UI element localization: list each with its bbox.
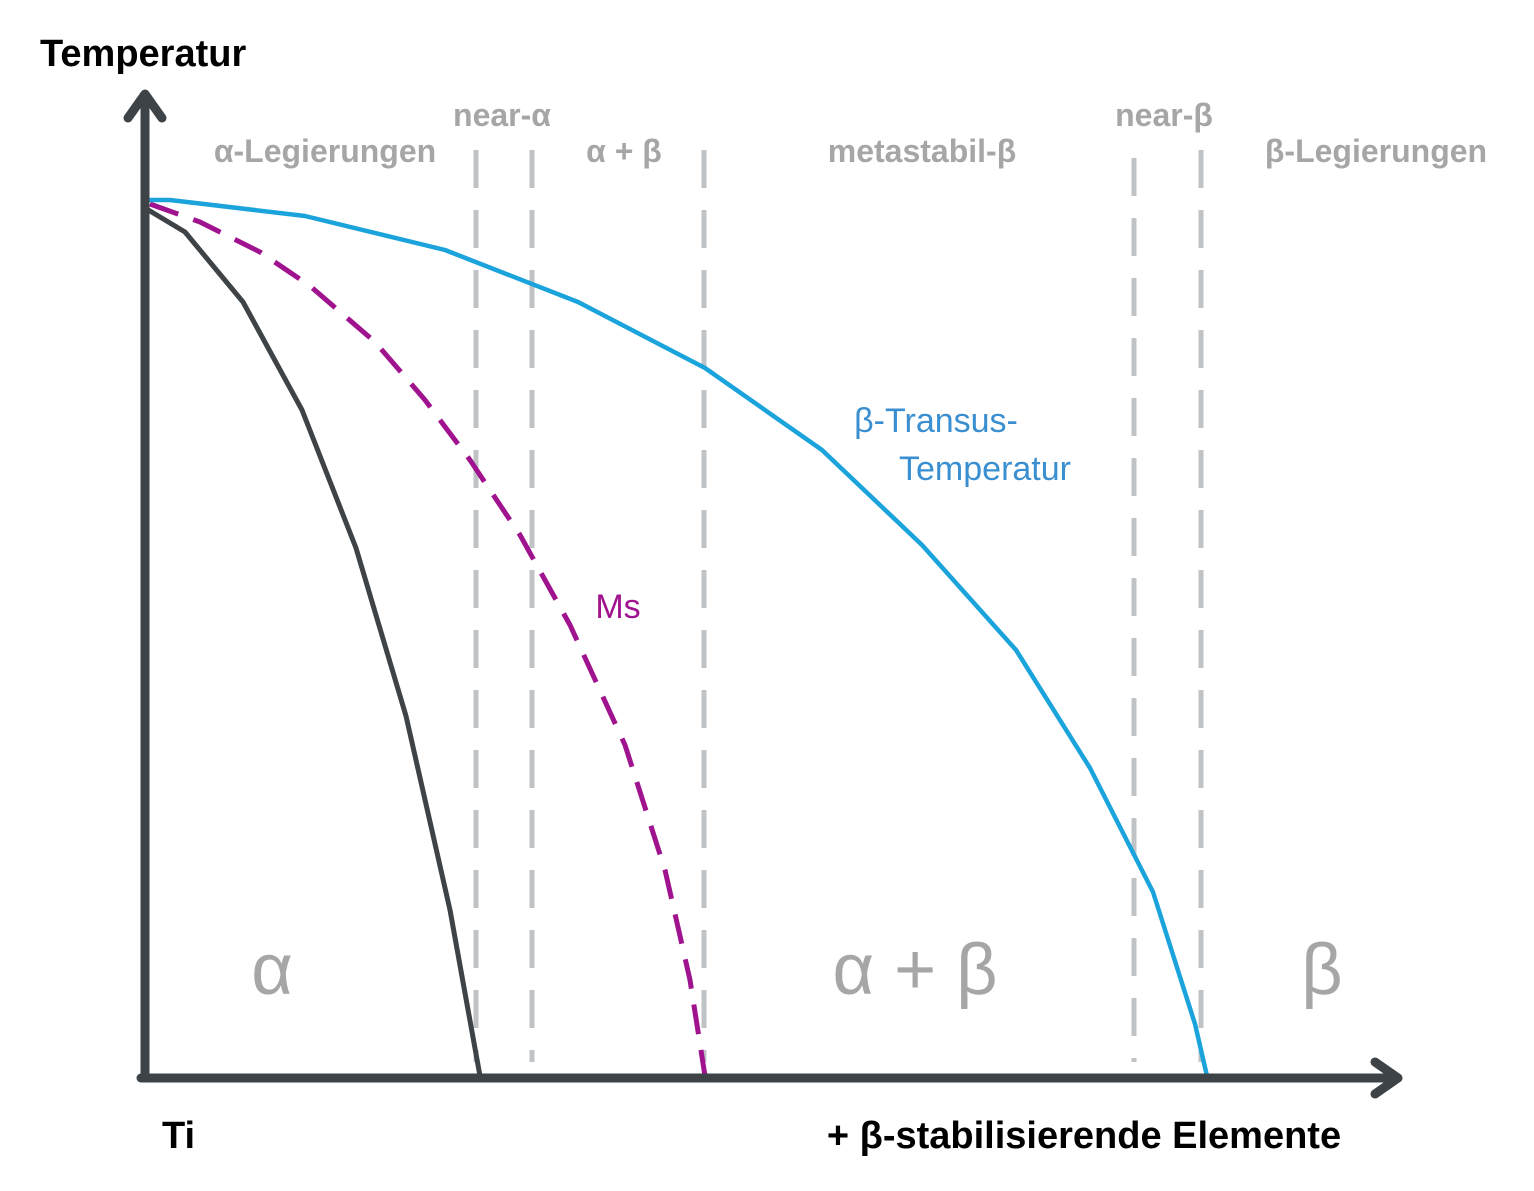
alpha-boundary-curve: [142, 205, 483, 1079]
x-axis-title: + β-stabilisierende Elemente: [827, 1115, 1341, 1157]
ms-label: Ms: [595, 588, 640, 626]
axes: [123, 89, 1403, 1099]
x-origin-label: Ti: [162, 1115, 195, 1157]
class-label-alpha: α-Legierungen: [214, 133, 436, 169]
y-axis-arrowhead: [123, 89, 167, 123]
class-label-alpha-beta: α + β: [586, 133, 662, 169]
class-label-near-beta: near-β: [1115, 97, 1213, 133]
x-axis-arrowhead: [1370, 1057, 1403, 1099]
beta-transus-curve: [145, 197, 1210, 1077]
phase-label-alpha: α: [251, 930, 293, 1010]
class-dividers: [473, 150, 1204, 1062]
y-axis-title: Temperatur: [40, 33, 246, 75]
beta-transus-label-line2: Temperatur: [899, 450, 1071, 488]
phase-label-alpha-beta: α + β: [832, 930, 997, 1010]
class-label-metastable-beta: metastabil-β: [828, 133, 1016, 169]
phase-label-beta: β: [1301, 930, 1342, 1010]
class-label-beta: β-Legierungen: [1265, 133, 1487, 169]
class-label-near-alpha: near-α: [453, 97, 551, 133]
ms-curve: [149, 201, 708, 1077]
beta-transus-label-line1: β-Transus-: [854, 402, 1018, 440]
